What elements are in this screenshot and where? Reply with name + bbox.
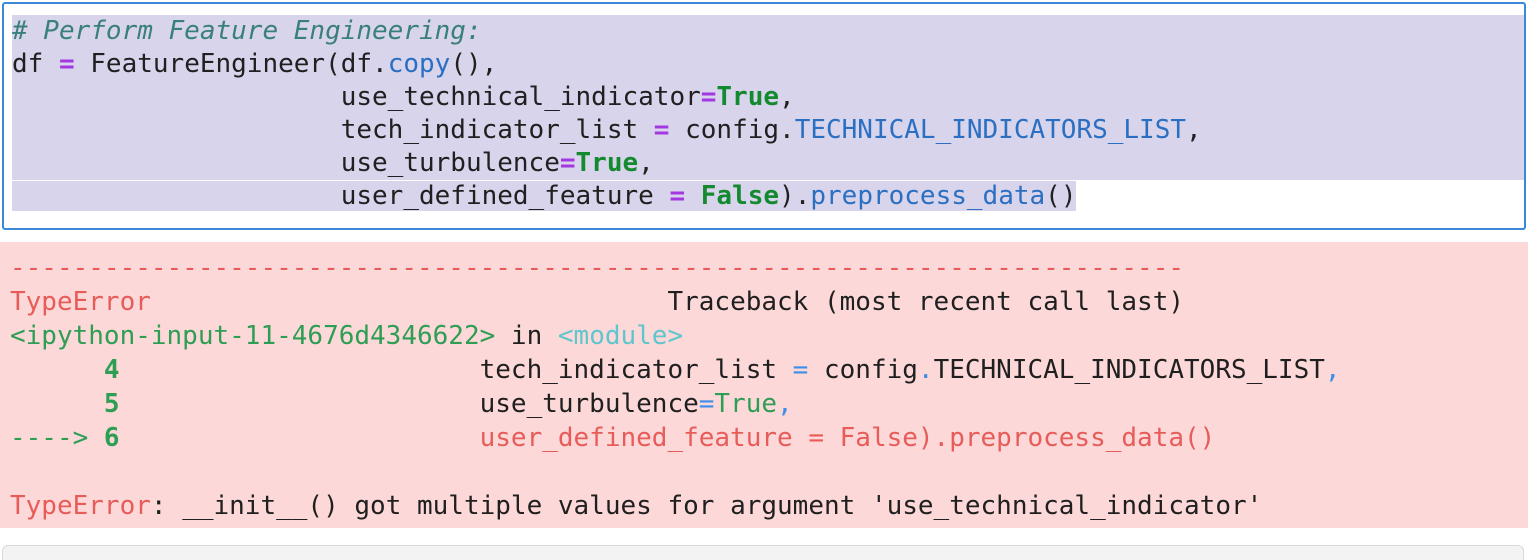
traceback-text: ----------------------------------------…	[10, 253, 1341, 521]
code-editor[interactable]: # Perform Feature Engineering:df = Featu…	[4, 4, 1524, 213]
code-cell[interactable]: # Perform Feature Engineering:df = Featu…	[2, 2, 1526, 230]
next-code-cell[interactable]	[2, 545, 1524, 560]
error-output: ----------------------------------------…	[0, 242, 1528, 528]
